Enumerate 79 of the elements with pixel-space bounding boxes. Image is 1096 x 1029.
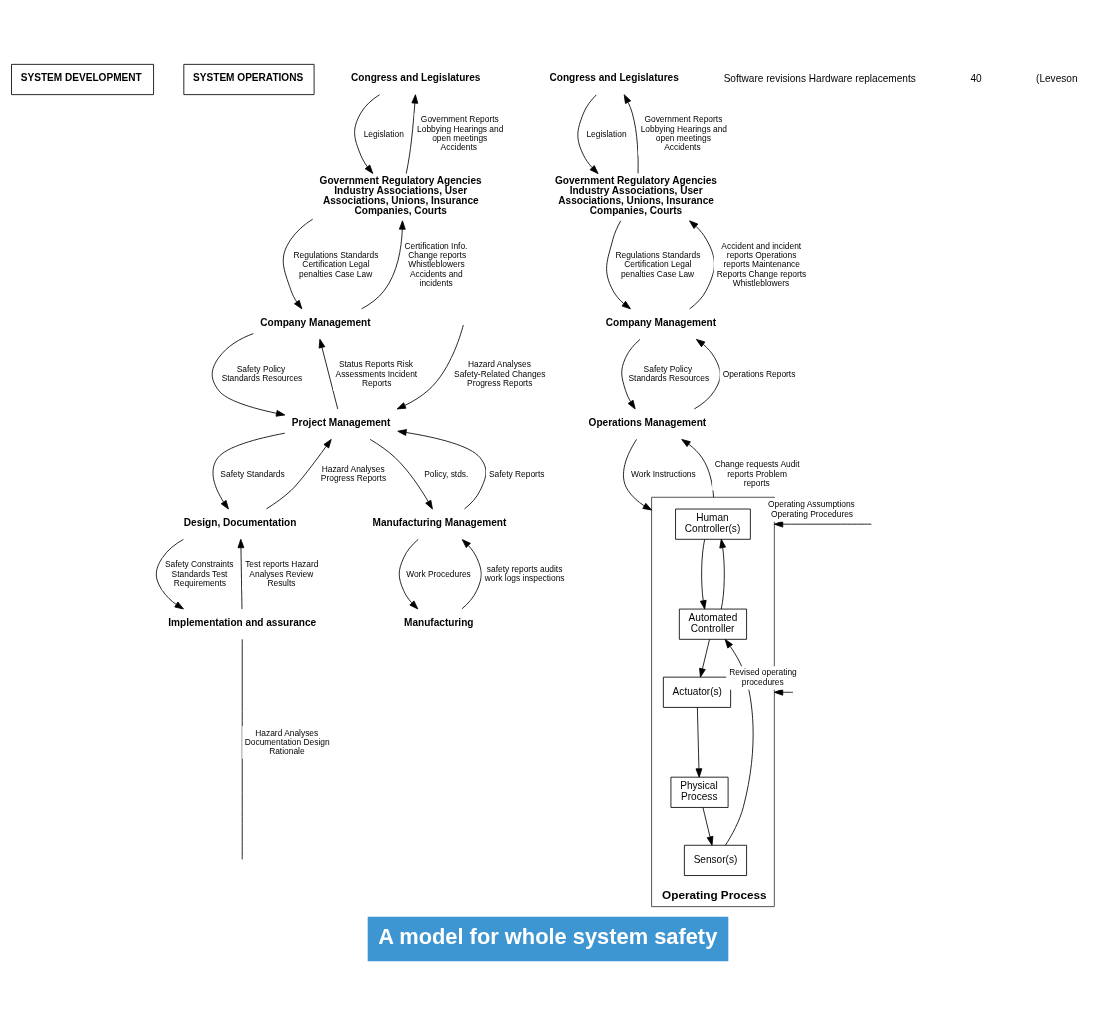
edge-label: Hazard Analyses Documentation Design Rationale	[244, 727, 330, 757]
edge-label: Operations Reports	[722, 368, 796, 379]
node-box: Automated Controller	[678, 608, 747, 640]
edge-label: Change requests Audit reports Problem reports	[714, 459, 800, 488]
node-text: Manufacturing Management	[372, 516, 507, 528]
edge-label: Safety Policy Standards Resources	[221, 363, 303, 383]
arrow	[282, 218, 314, 310]
edge-label: Revised operating procedures	[729, 667, 797, 687]
node-text: Government Regulatory Agencies Industry Associations, User Associations, Unions, Insurance Companies, Courts	[554, 175, 717, 217]
arrow	[211, 333, 286, 417]
edge-label: Regulations Standards Certification Legal penalties Case Law	[293, 250, 379, 279]
arrow	[695, 707, 703, 778]
edge-label: Safety Policy Standards Resources	[628, 363, 710, 383]
arrow	[689, 220, 715, 310]
arrow	[773, 688, 794, 696]
node-text: Project Management	[291, 416, 391, 428]
arrow	[369, 438, 433, 510]
node-box: Sensor(s)	[683, 844, 747, 876]
node-text: Company Management	[605, 316, 717, 328]
node-box: Actuator(s)	[662, 676, 732, 708]
arrow	[773, 520, 872, 528]
arrow	[577, 94, 599, 174]
edge-label: Government Reports Lobbying Hearings and open meetings Accidents	[417, 114, 504, 153]
edge-label: Hazard Analyses Safety-Related Changes Progress Reports	[454, 359, 546, 388]
arrow	[361, 220, 406, 310]
edge-label: Safety Constraints Standards Test Requirements	[164, 559, 234, 588]
arrow	[237, 538, 245, 610]
arrow	[397, 429, 487, 510]
arrow	[155, 539, 184, 610]
arrow	[318, 338, 339, 410]
edge-label: Operating Assumptions Operating Procedures	[768, 499, 855, 519]
arrow	[693, 339, 721, 410]
edge-label: Legislation	[586, 128, 627, 139]
label: 40	[970, 73, 982, 85]
arrow	[405, 94, 419, 174]
arrow	[719, 538, 726, 610]
edge-label: Certification Info. Change reports Whistleblowers Accidents and incidents	[404, 240, 468, 288]
node-box: Physical Process	[670, 776, 729, 808]
node-text: Manufacturing	[404, 616, 474, 628]
arrow	[461, 539, 482, 610]
node-text: Congress and Legislatures	[351, 72, 481, 84]
edge-label: Accident and incident reports Operations reports Maintenance Reports Change reports Whistleblowers	[716, 240, 807, 288]
arrow	[699, 538, 707, 610]
arrow	[398, 538, 419, 610]
arrow	[354, 94, 381, 174]
node-text: Operations Management	[588, 416, 707, 428]
node-box: SYSTEM OPERATIONS	[183, 63, 315, 96]
edge-label: safety reports audits work logs inspections	[484, 563, 565, 583]
arrow	[681, 439, 714, 498]
edge-label: Regulations Standards Certification Legal penalties Case Law	[615, 250, 701, 279]
node-text: Design, Documentation	[183, 516, 297, 528]
edge-label: Work Procedures	[406, 568, 471, 579]
arrow	[265, 438, 332, 510]
edge-label: Status Reports Risk Assessments Incident Reports	[335, 359, 418, 388]
arrow	[623, 94, 639, 174]
edge-label: Safety Standards	[220, 468, 285, 479]
node-text: Implementation and assurance	[168, 616, 317, 628]
edge-label: Legislation	[363, 128, 404, 139]
edge-label: Policy, stds.	[424, 468, 469, 479]
diagram-title: A model for whole system safety	[378, 923, 718, 949]
edge-label: Safety Reports	[488, 468, 545, 479]
node-text: Congress and Legislatures	[549, 72, 679, 84]
arrow	[396, 324, 464, 410]
arrow	[623, 438, 652, 511]
edge-label: Test reports Hazard Analyses Review Results	[245, 559, 319, 588]
arrow	[724, 639, 754, 846]
arrow	[699, 639, 710, 678]
arrow	[702, 807, 714, 846]
node-box: Human Controller(s)	[675, 508, 751, 540]
label: (Leveson	[1036, 73, 1078, 85]
edge-label: Hazard Analyses Progress Reports	[320, 463, 387, 483]
arrow	[621, 338, 641, 410]
label: Software revisions Hardware replacements	[723, 73, 916, 85]
node-text: Company Management	[260, 316, 371, 328]
node-text: Government Regulatory Agencies Industry Associations, User Associations, Unions, Insurance Companies, Courts	[319, 175, 482, 217]
node-box: SYSTEM DEVELOPMENT	[11, 63, 154, 96]
arrow	[606, 220, 631, 310]
edge-label: Work Instructions	[631, 468, 696, 479]
edge-label: Government Reports Lobbying Hearings and open meetings Accidents	[640, 114, 727, 153]
